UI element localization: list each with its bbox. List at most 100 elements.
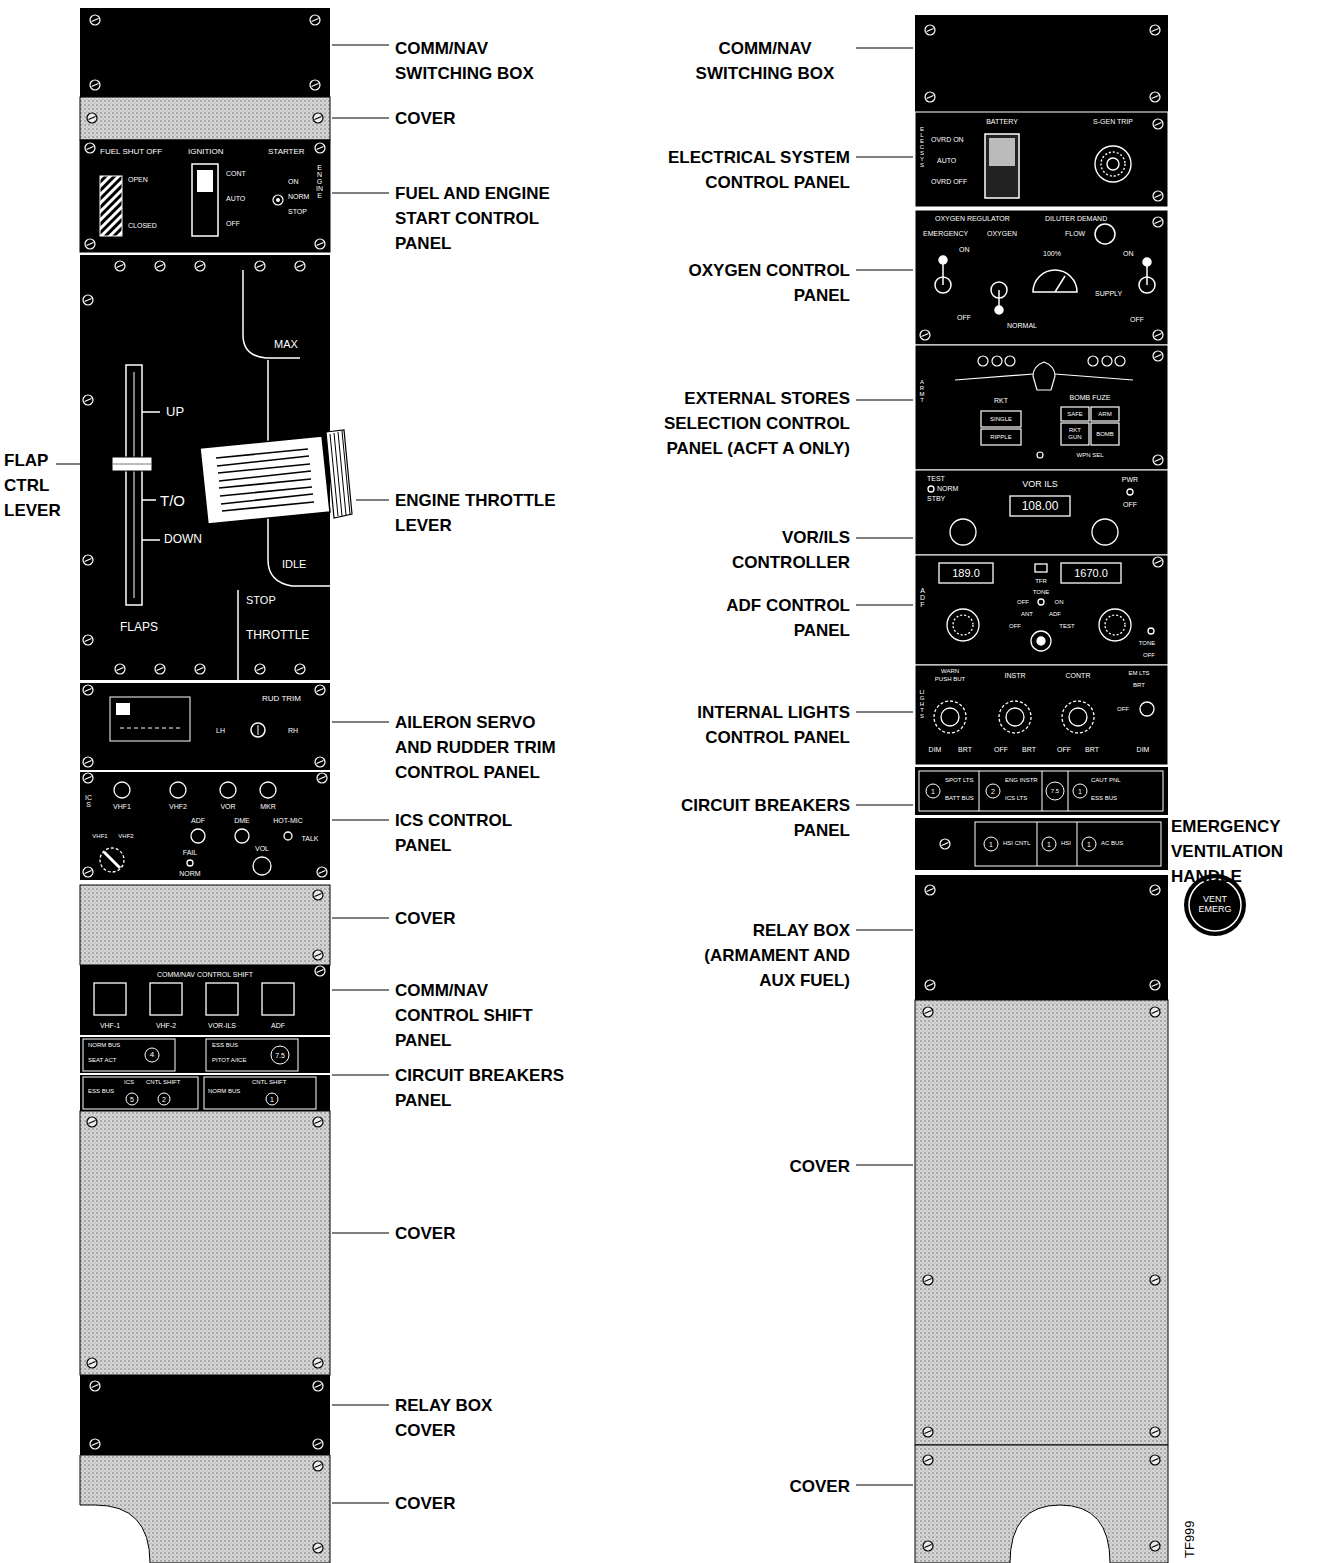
adf-panel: ADF189.0TFR1670.0TONEOFFONANTADFOFFTESTT… (915, 555, 1168, 665)
right-console (1150, 1275, 1160, 1285)
panel-marking: OFF (226, 220, 240, 227)
left-console (100, 176, 122, 236)
panel-marking: CNTL SHIFT (146, 1079, 180, 1085)
right-console (1061, 423, 1089, 445)
right-console (981, 429, 1021, 445)
left-console (313, 890, 323, 900)
panel-marking: ON (1123, 250, 1134, 257)
right-console (995, 306, 1003, 314)
right-console (1153, 217, 1163, 227)
right-console (915, 210, 1168, 345)
callout-label: COVER (395, 1221, 515, 1246)
right-console (915, 470, 1168, 555)
left-console (206, 983, 238, 1015)
right-console (942, 262, 944, 285)
left-console (158, 1093, 170, 1105)
callout-label: COMM/NAV SWITCHING BOX (680, 36, 850, 86)
panel-marking: BATT BUS (945, 795, 974, 801)
right-console (915, 767, 1168, 815)
left-console (197, 170, 213, 192)
callout-label: ENGINE THROTTLE LEVER (395, 488, 590, 538)
right-console (915, 15, 1168, 1563)
callout-label: FUEL AND ENGINE START CONTROL PANEL (395, 181, 590, 256)
left-console (83, 1039, 175, 1071)
panel-marking: T/O (160, 493, 185, 508)
left-console (150, 983, 182, 1015)
right-console (1150, 1007, 1160, 1017)
right-console (1150, 1541, 1160, 1551)
right-console (1010, 496, 1070, 516)
panel-marking: OXYGEN (987, 230, 1017, 237)
panel-marking: ENG INSTR (1005, 777, 1038, 783)
panel-marking: OFF (957, 314, 971, 321)
left-console (251, 723, 265, 737)
panel-marking: FUEL SHUT OFF (100, 148, 162, 156)
panel-marking: DIM (1137, 746, 1150, 753)
left-console (310, 15, 320, 25)
panel-marking: RKT GUN (1063, 427, 1087, 440)
control-shift-panel: COMM/NAV CONTROL SHIFTVHF-1VHF-2VOR-ILSA… (80, 965, 330, 1035)
left-console (326, 430, 352, 518)
right-console (1055, 276, 1065, 292)
panel-marking: IDLE (282, 559, 306, 570)
panel-marking: SAFE (1067, 411, 1083, 417)
panel-marking: 5 (130, 1096, 134, 1103)
panel-marking: ELEC SYS (919, 126, 925, 168)
left-console (115, 261, 125, 271)
breaker-panel: 1HSI CNTL1HSI1AC BUS (915, 818, 1168, 870)
left-console (126, 1093, 138, 1105)
callout-label: EXTERNAL STORES SELECTION CONTROL PANEL … (615, 386, 850, 461)
callout-label: CIRCUIT BREAKERS PANEL (640, 793, 850, 843)
left-console (80, 1455, 330, 1563)
right-console (1092, 519, 1118, 545)
right-console (1153, 455, 1163, 465)
left-console (104, 852, 120, 868)
right-console (975, 822, 1161, 866)
right-console (1005, 356, 1015, 366)
right-console (1088, 356, 1098, 366)
panel-marking: ANT (1021, 611, 1033, 617)
panel-marking: TEST (1059, 623, 1074, 629)
panel-marking: RUD TRIM (262, 695, 301, 703)
panel-marking: ICS LTS (1005, 795, 1027, 801)
right-console (986, 784, 1000, 798)
stores-panel: ARMTRKTBOMB FUZESINGLERIPPLESAFEARMRKT G… (915, 345, 1168, 470)
panel-marking: SEAT ACT (88, 1057, 116, 1063)
right-console (1095, 146, 1131, 182)
panel-marking: HSI (1061, 840, 1071, 846)
panel-marking: VHF-1 (100, 1022, 120, 1029)
callout-label: FLAP CTRL LEVER (4, 448, 74, 523)
right-console (925, 885, 935, 895)
callout-label: AILERON SERVO AND RUDDER TRIM CONTROL PA… (395, 710, 570, 785)
right-console (1150, 92, 1160, 102)
panel-marking: DME (234, 817, 250, 824)
left-console (317, 773, 327, 783)
panel-marking: IGNITION (188, 148, 224, 156)
right-console (1035, 564, 1047, 572)
panel-marking: FLOW (1065, 230, 1085, 237)
left-console (94, 983, 294, 1015)
left-console (255, 261, 265, 271)
left-console (83, 685, 93, 695)
panel-marking: FLAPS (120, 621, 158, 633)
left-console (100, 782, 292, 875)
right-console (953, 615, 973, 635)
panel-marking: OFF (1130, 316, 1144, 323)
left-console (313, 1461, 323, 1471)
left-console (313, 950, 323, 960)
right-console (1153, 191, 1163, 201)
left-console (235, 829, 249, 843)
right-console (1150, 980, 1160, 990)
right-console (1038, 599, 1044, 605)
left-console (313, 1381, 323, 1391)
left-console (134, 372, 135, 598)
panel-marking: 7.5 (1051, 788, 1059, 794)
electrical-panel: ELEC SYSBATTERYS-GEN TRIPOVRD ONAUTOOVRD… (915, 112, 1168, 207)
callout-label: COMM/NAV CONTROL SHIFT PANEL (395, 978, 565, 1053)
panel-marking: VHF2 (118, 833, 133, 839)
right-console (923, 1541, 933, 1551)
panel-marking: VHF2 (169, 803, 187, 810)
left-console (80, 8, 330, 97)
right-console (915, 1000, 1168, 1445)
right-console (923, 1455, 933, 1465)
